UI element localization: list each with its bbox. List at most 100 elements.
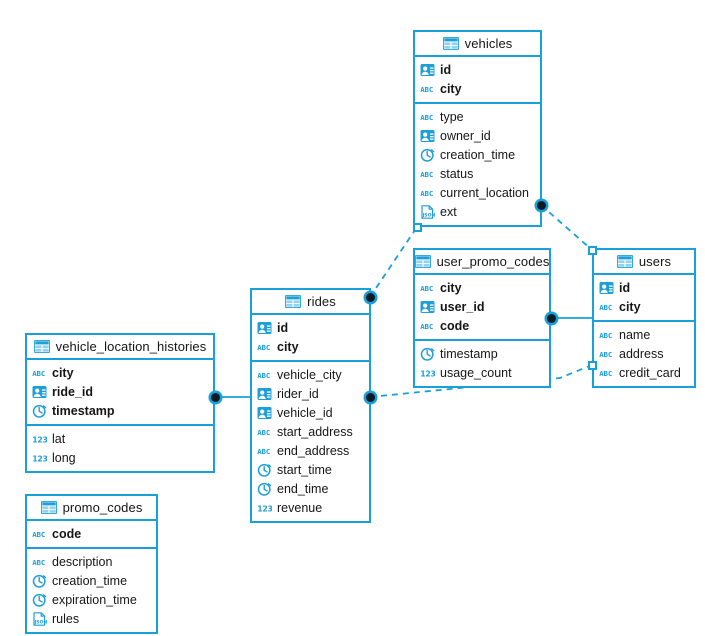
- column-row[interactable]: owner_id: [415, 126, 540, 145]
- table-header-vehicle_location_histories[interactable]: vehicle_location_histories: [27, 335, 213, 360]
- key-id-icon: [420, 63, 435, 77]
- primary-key-row[interactable]: id: [252, 318, 369, 337]
- relationship-vehicles-users[interactable]: [540, 204, 593, 251]
- column-name: vehicle_id: [277, 405, 333, 420]
- table-header-user_promo_codes[interactable]: user_promo_codes: [414, 250, 550, 275]
- svg-text:ABC: ABC: [32, 530, 45, 539]
- column-row[interactable]: timestamp: [415, 344, 549, 363]
- svg-text:ABC: ABC: [599, 331, 612, 340]
- column-name: city: [440, 81, 462, 96]
- column-name: code: [440, 318, 470, 333]
- clock-icon: [32, 593, 47, 607]
- relationship-rides-vehicles[interactable]: [369, 226, 418, 298]
- 123-icon: 123: [257, 501, 272, 515]
- svg-text:ABC: ABC: [257, 371, 270, 380]
- 123-icon: 123: [32, 432, 47, 446]
- primary-key-row[interactable]: ABC city: [415, 79, 540, 98]
- relationship-start-marker-vehicle_location_histories-rides: [210, 392, 220, 402]
- primary-key-row[interactable]: user_id: [415, 297, 549, 316]
- table-icon: [442, 37, 459, 50]
- svg-text:ABC: ABC: [420, 284, 433, 293]
- table-header-users[interactable]: users: [594, 250, 694, 275]
- table-icon: [285, 295, 302, 308]
- abc-icon: ABC: [257, 340, 272, 354]
- key-id-icon: [257, 406, 272, 420]
- column-row[interactable]: creation_time: [415, 145, 540, 164]
- relationship-start-marker-user_promo_codes-users: [546, 313, 556, 323]
- table-header-vehicles[interactable]: vehicles: [415, 32, 540, 57]
- relationship-end-marker-rides-users: [587, 360, 597, 370]
- primary-key-row[interactable]: ride_id: [27, 382, 213, 401]
- svg-text:ABC: ABC: [599, 303, 612, 312]
- column-name: creation_time: [52, 573, 128, 588]
- svg-text:ABC: ABC: [420, 170, 433, 179]
- table-header-rides[interactable]: rides: [252, 290, 369, 315]
- abc-icon: ABC: [420, 167, 435, 181]
- column-row[interactable]: vehicle_id: [252, 403, 369, 422]
- abc-icon: ABC: [599, 347, 614, 361]
- column-row[interactable]: end_time: [252, 479, 369, 498]
- svg-text:ABC: ABC: [420, 85, 433, 94]
- abc-icon: ABC: [420, 110, 435, 124]
- relationship-start-marker-vehicles-users: [536, 200, 546, 210]
- table-name: rides: [307, 294, 336, 309]
- svg-text:123: 123: [420, 369, 435, 378]
- column-name: description: [52, 554, 113, 569]
- primary-key-row[interactable]: timestamp: [27, 401, 213, 420]
- primary-key-row[interactable]: ABC code: [415, 316, 549, 335]
- relationship-end-marker-rides-vehicles: [412, 222, 422, 232]
- column-row[interactable]: expiration_time: [27, 590, 156, 609]
- column-row[interactable]: rider_id: [252, 384, 369, 403]
- svg-text:ABC: ABC: [257, 343, 270, 352]
- svg-text:ABC: ABC: [420, 322, 433, 331]
- clock-icon: [420, 347, 435, 361]
- relationship-end-marker-vehicles-users: [587, 245, 597, 255]
- column-name: end_time: [277, 481, 329, 496]
- table-name: users: [638, 254, 672, 269]
- column-row[interactable]: start_time: [252, 460, 369, 479]
- primary-key-row[interactable]: id: [594, 278, 694, 297]
- table-name: user_promo_codes: [436, 254, 550, 269]
- column-row[interactable]: creation_time: [27, 571, 156, 590]
- relationship-start-marker-rides-users: [365, 392, 375, 402]
- column-name: city: [52, 365, 74, 380]
- column-name: start_address: [277, 424, 353, 439]
- key-id-icon: [32, 385, 47, 399]
- table-header-promo_codes[interactable]: promo_codes: [27, 496, 156, 521]
- primary-key-row[interactable]: id: [415, 60, 540, 79]
